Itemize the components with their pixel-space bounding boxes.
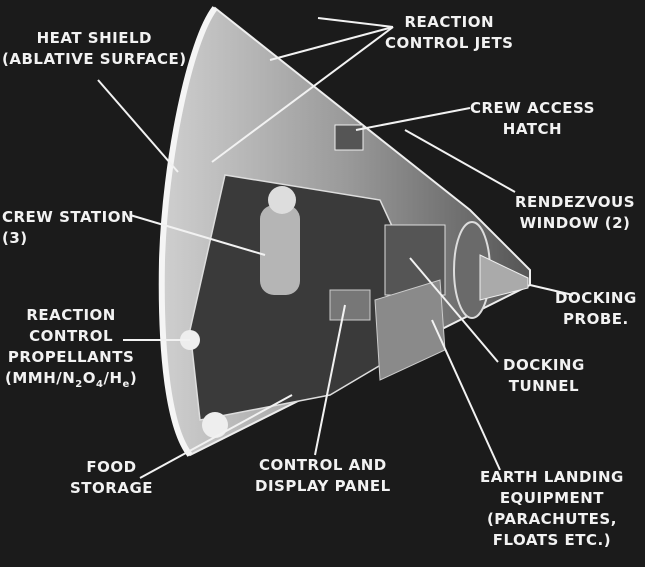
label-line: CREW STATION bbox=[2, 208, 135, 226]
label-line: CREW ACCESS bbox=[470, 99, 595, 117]
label-line: DOCKING bbox=[555, 289, 637, 307]
label-line: EQUIPMENT bbox=[499, 489, 605, 507]
formula-sub: e bbox=[122, 379, 130, 390]
label-line: CONTROL AND bbox=[258, 456, 387, 474]
label-line: HATCH bbox=[502, 120, 563, 138]
label-reaction-control-jets: REACTION CONTROL JETS bbox=[385, 12, 514, 54]
label-line: DOCKING bbox=[503, 356, 585, 374]
label-line: (ABLATIVE SURFACE) bbox=[2, 50, 187, 68]
formula-part: O bbox=[82, 369, 97, 387]
label-line: HEAT SHIELD bbox=[36, 29, 152, 47]
label-line: DISPLAY PANEL bbox=[255, 477, 391, 495]
label-line: CONTROL JETS bbox=[385, 34, 514, 52]
label-line: PROPELLANTS bbox=[7, 348, 135, 366]
label-heat-shield: HEAT SHIELD (ABLATIVE SURFACE) bbox=[2, 28, 187, 70]
crew-figure bbox=[260, 205, 300, 295]
display-panel bbox=[329, 289, 371, 321]
label-line: REACTION bbox=[26, 306, 116, 324]
label-line: PROBE. bbox=[563, 310, 629, 328]
label-docking-tunnel: DOCKING TUNNEL bbox=[503, 355, 585, 397]
label-line: FOOD bbox=[86, 458, 137, 476]
label-line: RENDEZVOUS bbox=[515, 193, 636, 211]
formula-sub: 2 bbox=[75, 379, 83, 390]
label-line: (PARACHUTES, bbox=[486, 510, 617, 528]
label-line: STORAGE bbox=[70, 479, 154, 497]
formula-part: (MMH/N bbox=[5, 369, 76, 387]
label-line: FLOATS ETC.) bbox=[492, 531, 612, 549]
label-food-storage: FOOD STORAGE bbox=[70, 457, 153, 499]
label-earth-landing-equipment: EARTH LANDING EQUIPMENT (PARACHUTES, FLO… bbox=[480, 467, 624, 551]
label-line: WINDOW (2) bbox=[519, 214, 631, 232]
formula-part: /H bbox=[103, 369, 123, 387]
leader-lines bbox=[97, 17, 574, 479]
formula-sub: 4 bbox=[96, 379, 104, 390]
crew-helmet bbox=[268, 186, 296, 214]
label-line: CONTROL bbox=[29, 327, 114, 345]
docking-probe bbox=[479, 254, 529, 301]
label-line: TUNNEL bbox=[508, 377, 580, 395]
label-line: EARTH LANDING bbox=[480, 468, 624, 486]
heat-shield-rim bbox=[158, 6, 218, 457]
label-crew-station: CREW STATION (3) bbox=[2, 207, 134, 249]
label-docking-probe: DOCKING PROBE. bbox=[555, 288, 637, 330]
label-line: (3) bbox=[2, 229, 28, 247]
food-storage-item bbox=[202, 412, 228, 438]
label-crew-access-hatch: CREW ACCESS HATCH bbox=[470, 98, 595, 140]
label-control-display-panel: CONTROL AND DISPLAY PANEL bbox=[255, 455, 391, 497]
label-rendezvous-window: RENDEZVOUS WINDOW (2) bbox=[515, 192, 635, 234]
label-line: REACTION bbox=[404, 13, 495, 31]
label-reaction-control-propellants: REACTION CONTROL PROPELLANTS (MMH/N2O4/H… bbox=[5, 305, 137, 395]
formula-part: ) bbox=[129, 369, 138, 387]
propellant-formula: (MMH/N2O4/He) bbox=[5, 368, 137, 395]
